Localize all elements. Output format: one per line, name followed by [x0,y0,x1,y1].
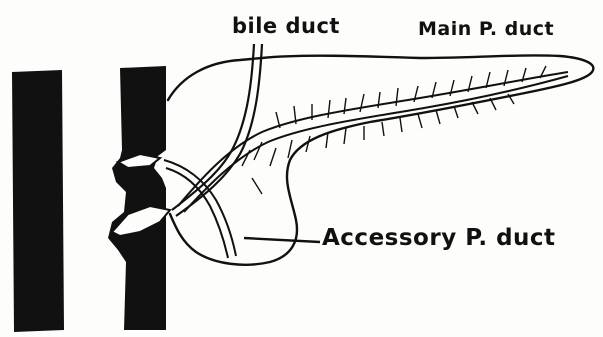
bile-duct-line [172,44,254,210]
main-duct-label: Main P. duct [418,18,554,40]
bile-duct-label: bile duct [232,14,340,38]
bile-duct-line-2 [176,44,262,216]
duodenum-left-wall [12,70,64,332]
duodenum-right-wall [108,66,166,330]
accessory-duct-label: Accessory P. duct [322,225,556,251]
accessory-pointer [244,238,320,242]
